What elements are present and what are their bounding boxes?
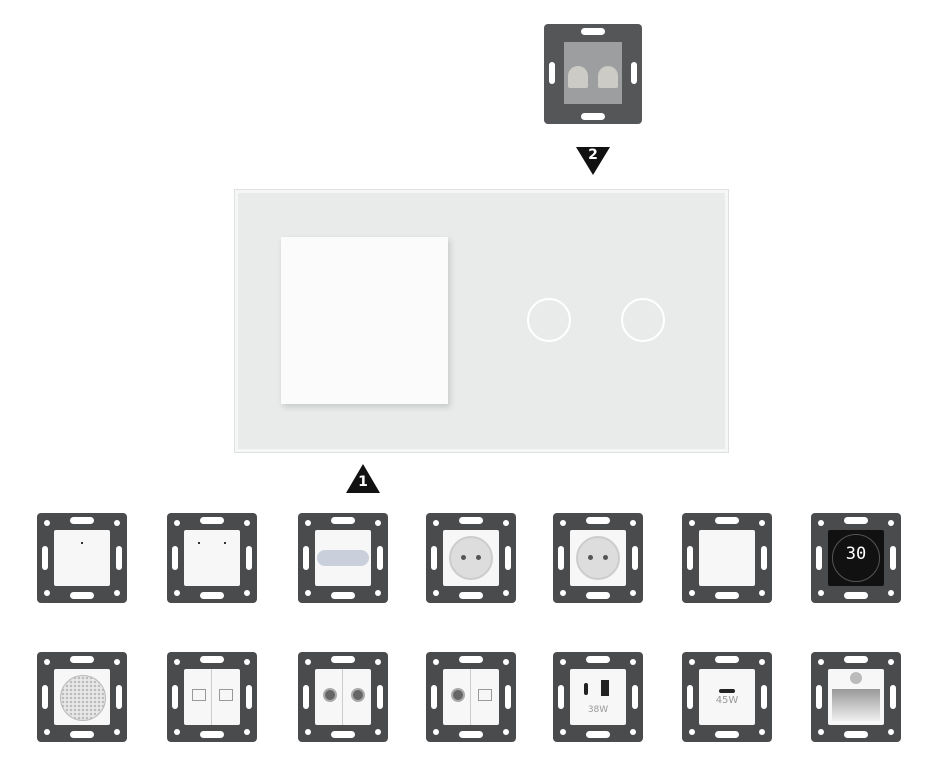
module-face xyxy=(54,530,110,586)
glass-panel xyxy=(234,189,729,453)
step-light-module xyxy=(811,652,901,742)
usb-charger-module: 38W xyxy=(553,652,643,742)
module-face xyxy=(315,669,371,725)
module-face xyxy=(443,530,499,586)
data-2x-module xyxy=(167,652,257,742)
contact-left xyxy=(568,66,588,88)
module-face xyxy=(184,530,240,586)
touch-button-1[interactable] xyxy=(527,298,571,342)
step-2-label: 2 xyxy=(588,147,598,163)
module-face xyxy=(54,669,110,725)
switch-2gang-module xyxy=(167,513,257,603)
step-1-label: 1 xyxy=(358,474,368,490)
speaker-module xyxy=(37,652,127,742)
blank-module xyxy=(682,513,772,603)
module-face xyxy=(570,530,626,586)
schuko-socket-shutter-module xyxy=(553,513,643,603)
touch-mechanism-module xyxy=(544,24,642,124)
charger-power-label: 45W xyxy=(715,695,739,706)
module-face: 45W xyxy=(699,669,755,725)
thermostat-display: 30 xyxy=(845,544,867,564)
charger-power-label: 38W xyxy=(587,705,609,715)
push-button-square[interactable] xyxy=(281,237,448,404)
module-face: 38W xyxy=(570,669,626,725)
module-face xyxy=(315,530,371,586)
schuko-socket-module xyxy=(426,513,516,603)
module-face xyxy=(699,530,755,586)
module-face xyxy=(443,669,499,725)
module-face: 30 xyxy=(828,530,884,586)
touch-button-2[interactable] xyxy=(621,298,665,342)
usb-c-charger-module: 45W xyxy=(682,652,772,742)
dimmer-module xyxy=(298,513,388,603)
module-face xyxy=(184,669,240,725)
thermostat-module: 30 xyxy=(811,513,901,603)
switch-1gang-module xyxy=(37,513,127,603)
tv-sat-module xyxy=(298,652,388,742)
module-face xyxy=(828,669,884,725)
step-1-marker xyxy=(346,464,380,493)
speaker-grille xyxy=(60,675,106,721)
step-2-marker xyxy=(576,147,610,175)
contact-right xyxy=(598,66,618,88)
tv-data-module xyxy=(426,652,516,742)
